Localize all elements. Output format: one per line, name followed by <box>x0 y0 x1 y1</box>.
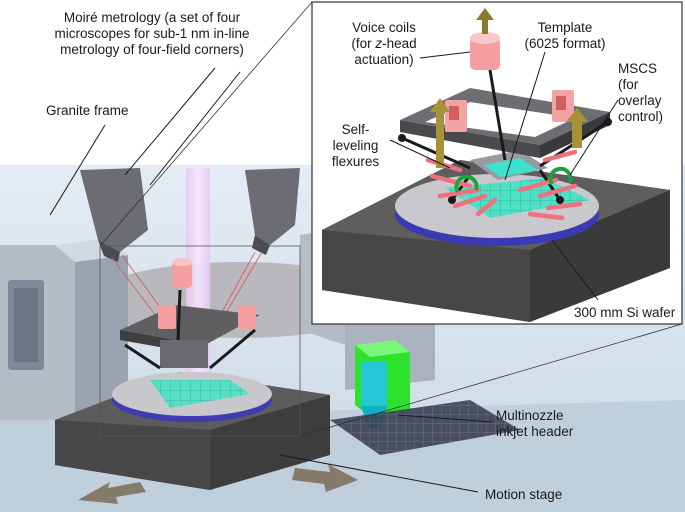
z-arrow-left <box>430 98 450 168</box>
label-motion-stage: Motion stage <box>485 487 563 502</box>
voice-coils-text-1: Voice coils (for <box>351 20 416 51</box>
label-self-leveling-flexures: Self- leveling flexures <box>331 122 380 169</box>
label-inkjet-header: Multinozzle inkjet header <box>496 408 574 439</box>
label-moire-metrology: Moiré metrology (a set of four microscop… <box>54 10 250 57</box>
inset-panel <box>311 1 683 325</box>
z-arrow-right <box>566 108 588 148</box>
voice-coils-z: z <box>375 36 383 51</box>
z-head-left <box>120 258 260 370</box>
floor-grid <box>330 400 520 455</box>
label-voice-coils: Voice coils (for z-head actuation) <box>338 20 430 68</box>
label-granite-frame: Granite frame <box>46 103 129 118</box>
microscope-right <box>245 168 300 255</box>
label-mscs: MSCS (for overlay control) <box>618 61 664 124</box>
leader-lines <box>49 51 619 493</box>
zoom-line-bottom <box>299 323 683 437</box>
motion-arrow-left <box>78 482 146 504</box>
label-si-wafer: 300 mm Si wafer <box>574 305 676 320</box>
microscope-left <box>80 168 148 262</box>
zoom-region-box <box>99 245 301 437</box>
zoom-line-top <box>99 1 313 247</box>
optical-beam <box>186 168 210 408</box>
z-arrow-top <box>476 8 494 34</box>
voice-coils-text-2: -head actuation) <box>354 36 417 67</box>
wafer-left <box>112 372 272 422</box>
label-template: Template (6025 format) <box>524 20 606 51</box>
motion-arrow-right <box>292 464 358 492</box>
